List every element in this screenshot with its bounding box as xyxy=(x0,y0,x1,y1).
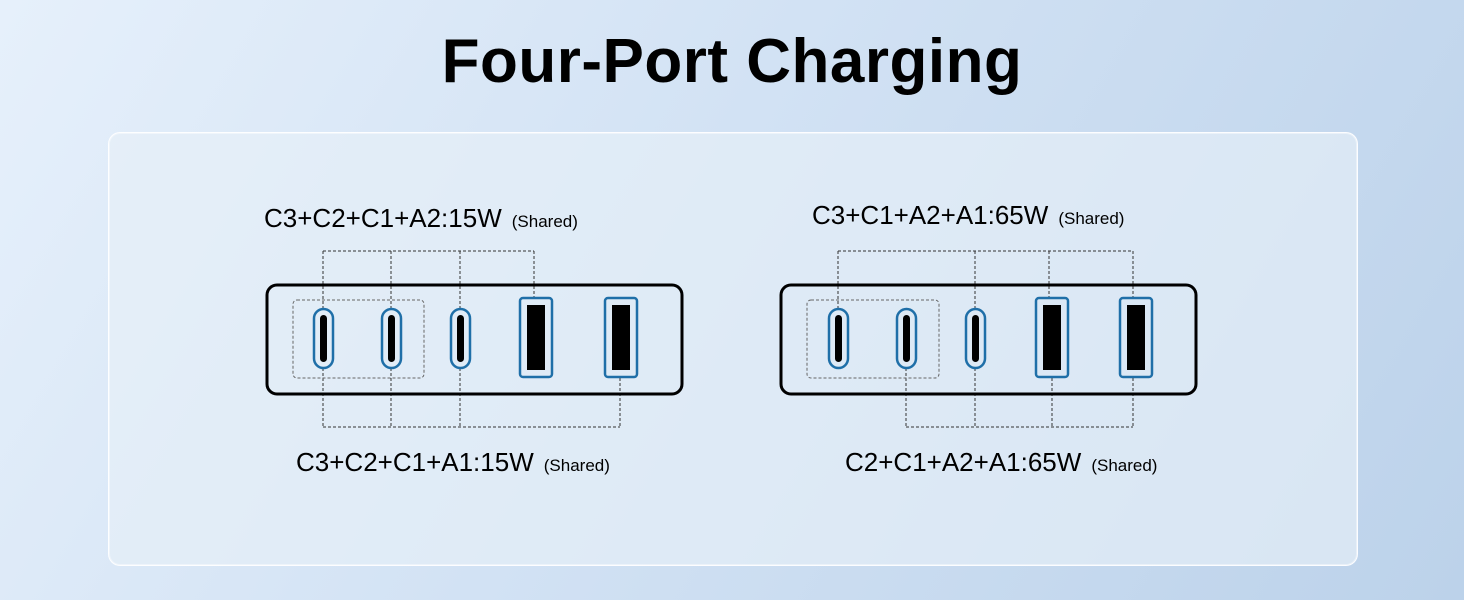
right-port-c3 xyxy=(827,307,850,370)
left-port-c2 xyxy=(380,307,403,370)
left-port-a1 xyxy=(603,296,639,379)
left-diagram: C3+C2+C1+A2:15W(Shared) C3+C2+C1+A1:15W(… xyxy=(264,203,684,477)
page-title: Four-Port Charging xyxy=(441,27,1023,96)
right-bottom-label: C2+C1+A2+A1:65W(Shared) xyxy=(845,447,1157,477)
diagram-panel xyxy=(108,132,1358,566)
left-top-label: C3+C2+C1+A2:15W(Shared) xyxy=(264,203,578,233)
right-bottom-connectors xyxy=(905,368,1134,428)
right-charger-body xyxy=(779,283,1198,396)
right-top-label: C3+C1+A2+A1:65W(Shared) xyxy=(812,200,1124,230)
left-port-group xyxy=(292,299,425,379)
left-top-connectors xyxy=(322,250,535,310)
right-port-group xyxy=(806,299,940,379)
right-port-a1 xyxy=(1118,296,1154,379)
right-port-a2 xyxy=(1034,296,1070,379)
left-port-a2 xyxy=(518,296,554,379)
right-diagram: C3+C1+A2+A1:65W(Shared) C2+C1+A2+A1:65W(… xyxy=(779,200,1198,477)
left-port-c1 xyxy=(449,307,472,370)
left-bottom-label: C3+C2+C1+A1:15W(Shared) xyxy=(296,447,610,477)
right-port-c2 xyxy=(895,307,918,370)
right-top-connectors xyxy=(837,250,1134,310)
right-port-c1 xyxy=(964,307,987,370)
left-bottom-connectors xyxy=(322,368,621,428)
left-port-c3 xyxy=(312,307,335,370)
left-charger-body xyxy=(265,283,684,396)
